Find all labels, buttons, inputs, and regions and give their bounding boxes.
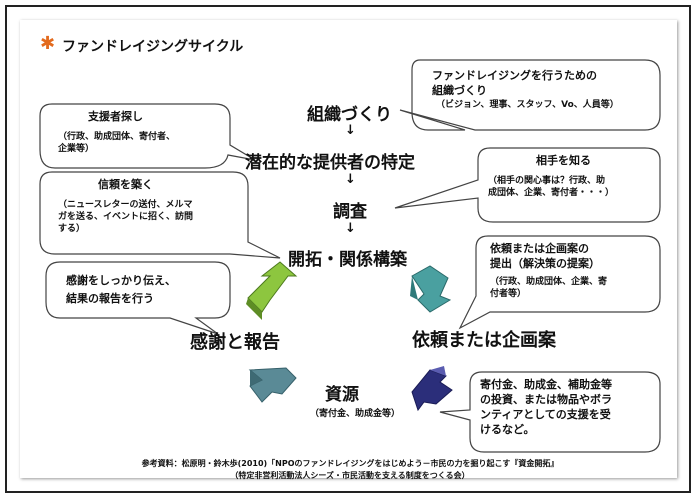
slide-title: ファンドレイジングサイクル <box>62 39 244 55</box>
step-identify-providers: 潜在的な提供者の特定 <box>245 153 415 173</box>
step-organization: 組織づくり <box>307 105 392 125</box>
bubble-org <box>399 59 661 131</box>
down-arrow-icon: ↓ <box>345 221 356 236</box>
bubble-trust-sub2: ガを送る、イベントに招く、訪問 <box>58 211 194 222</box>
step-resources-sub: （寄付金、助成金等） <box>310 409 401 419</box>
bubble-request-text: 依頼または企画案の 提出（解決策の提案） （行政、助成団体、企業、寄 付者等） <box>490 242 607 300</box>
bubble-thanks-line2: 結果の報告を行う <box>66 291 154 305</box>
step-request: 依頼または企画案 <box>412 330 556 351</box>
bubble-org-line2: 組織づくり <box>432 83 487 97</box>
bubble-supporter-heading: 支援者探し <box>88 110 143 123</box>
bubble-resource-line3: ンティアとしての支援を受 <box>480 407 611 421</box>
bubble-supporter <box>39 103 256 169</box>
bubble-trust-sub1: （ニュースレターの送付、メルマ <box>58 199 193 210</box>
bubble-org-text: ファンドレイジングを行うための 組織づくり （ビジョン、理事、スタッフ、Vo、人… <box>432 69 619 111</box>
bubble-resource <box>439 371 661 453</box>
bubble-resource-text: 寄付金、助成金、補助金等 の投資、または物品やボラ ンティアとしての支援を受 け… <box>480 378 612 437</box>
navy-arrow-icon <box>411 366 453 412</box>
bubble-trust-sub3: する） <box>58 224 86 235</box>
bubble-supporter-sub1: （行政、助成団体、寄付者、 <box>58 131 176 142</box>
green-up-arrow-icon <box>246 261 298 320</box>
bubble-know-sub2: 成団体、企業、寄付者・・・） <box>488 187 615 198</box>
bubble-request-line2: 提出（解決策の提案） <box>490 256 600 270</box>
bubble-request-sub2: 付者等） <box>490 288 527 299</box>
bubble-trust-heading: 信頼を築く <box>98 178 153 191</box>
bubble-request-line1: 依頼または企画案の <box>490 242 589 255</box>
reference-note: 参考資料：松原明・鈴木歩(2010)「NPOのファンドレイジングをはじめよう－市… <box>0 458 700 482</box>
bubble-thanks-text: 感謝をしっかり伝え、 結果の報告を行う <box>66 272 176 307</box>
slate-arrow-icon <box>248 367 297 403</box>
bubble-thanks-line1: 感謝をしっかり伝え、 <box>66 274 176 287</box>
bubble-supporter-sub2: 企業等） <box>58 143 95 154</box>
bubble-resource-line1: 寄付金、助成金、補助金等 <box>480 378 612 391</box>
bubble-know-heading: 相手を知る <box>536 154 591 167</box>
down-arrow-icon: ↓ <box>345 172 356 187</box>
bubble-request <box>458 235 661 330</box>
bubble-supporter-text: 支援者探し （行政、助成団体、寄付者、 企業等） <box>58 110 175 155</box>
step-thanks: 感謝と報告 <box>190 332 280 353</box>
bubble-trust <box>39 171 281 259</box>
slide-frame <box>5 5 691 493</box>
bubble-know-text: 相手を知る （相手の関心事は？行政、助 成団体、企業、寄付者・・・） <box>488 154 614 199</box>
bubble-resource-line2: の投資、または物品やボラ <box>480 392 612 406</box>
reference-line1: 参考資料：松原明・鈴木歩(2010)「NPOのファンドレイジングをはじめよう－市… <box>141 459 559 468</box>
down-arrow-icon: ↓ <box>345 123 356 138</box>
bubble-request-sub1: （行政、助成団体、企業、寄 <box>490 276 608 287</box>
bubble-org-sub: （ビジョン、理事、スタッフ、Vo、人員等） <box>436 99 619 110</box>
step-research: 調査 <box>333 202 367 222</box>
teal-down-arrow-icon <box>410 265 452 313</box>
bubble-thanks <box>45 261 231 335</box>
bubble-know-sub1: （相手の関心事は？行政、助 <box>488 175 606 186</box>
step-resources: 資源 <box>325 385 359 405</box>
bubble-trust-text: 信頼を築く （ニュースレターの送付、メルマ ガを送る、イベントに招く、訪問 する… <box>58 178 193 235</box>
bubble-resource-line4: けるなど。 <box>480 422 535 436</box>
step-relationship: 開拓・関係構築 <box>288 250 407 270</box>
bubble-org-line1: ファンドレイジングを行うための <box>432 69 597 82</box>
reference-line2: （特定非営利活動法人シーズ・市民活動を支える制度をつくる会） <box>230 471 470 480</box>
title-marker-icon: ✱ <box>40 33 56 54</box>
bubble-know <box>394 147 661 223</box>
